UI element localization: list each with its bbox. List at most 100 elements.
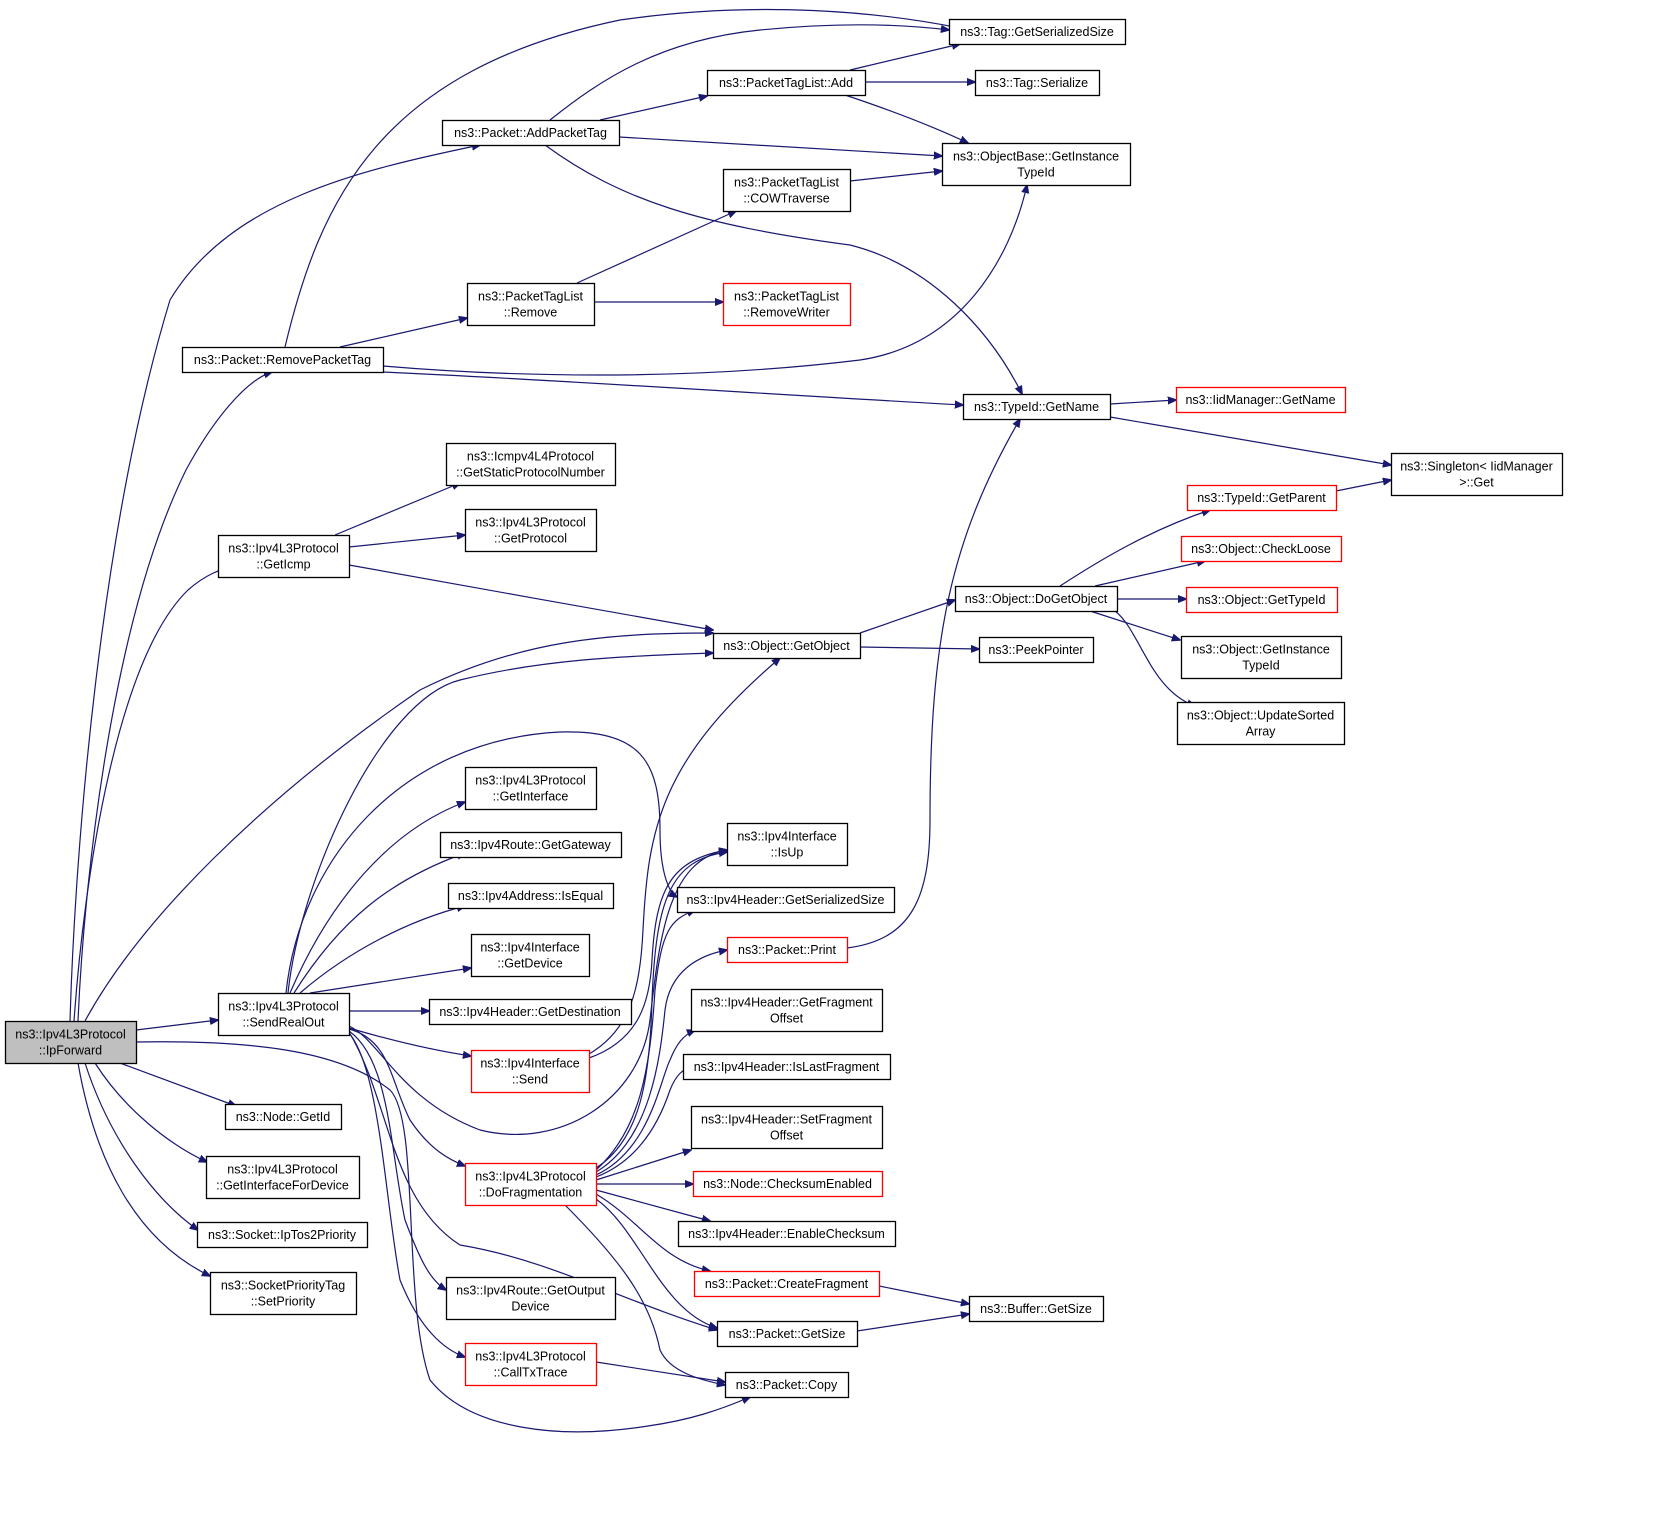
- graph-node-tagSerialize[interactable]: ns3::Tag::Serialize: [974, 69, 1101, 97]
- graph-node-getIcmp[interactable]: ns3::Ipv4L3Protocol::GetIcmp: [217, 534, 351, 579]
- call-edge-doFragmentation-to-enableChecksum: [595, 1189, 710, 1221]
- node-label: ns3::Singleton< IidManager: [1400, 460, 1553, 474]
- node-box: [1390, 452, 1564, 497]
- graph-node-bufferGetSize[interactable]: ns3::Buffer::GetSize: [968, 1295, 1105, 1323]
- call-edge-sendRealOut-to-getOutputDevice: [348, 1030, 446, 1290]
- graph-node-ifGetDevice[interactable]: ns3::Ipv4Interface::GetDevice: [470, 933, 591, 978]
- node-box: [1185, 586, 1339, 614]
- node-label: ::GetDevice: [497, 957, 562, 971]
- node-box: [978, 636, 1095, 664]
- node-box: [4, 1020, 138, 1065]
- graph-node-getObject[interactable]: ns3::Object::GetObject: [712, 632, 862, 660]
- node-label: ns3::Object::UpdateSorted: [1187, 709, 1334, 723]
- graph-node-nodeGetId[interactable]: ns3::Node::GetId: [224, 1103, 343, 1131]
- graph-node-getInterfaceForDevice[interactable]: ns3::Ipv4L3Protocol::GetInterfaceForDevi…: [205, 1155, 361, 1200]
- node-box: [954, 585, 1119, 613]
- call-edge-doFragmentation-to-createFragment: [595, 1193, 710, 1271]
- graph-node-removeWriter[interactable]: ns3::PacketTagList::RemoveWriter: [722, 282, 852, 327]
- call-edge-doGetObject-to-objGetInstanceTypeId: [1089, 610, 1180, 640]
- node-label: ::GetIcmp: [256, 558, 310, 572]
- graph-node-typeIdGetParent[interactable]: ns3::TypeId::GetParent: [1186, 484, 1338, 512]
- graph-node-objGetTypeId[interactable]: ns3::Object::GetTypeId: [1185, 586, 1339, 614]
- graph-node-icmpGetStatic[interactable]: ns3::Icmpv4L4Protocol::GetStaticProtocol…: [445, 442, 617, 487]
- node-box: [712, 632, 862, 660]
- node-label: ::GetProtocol: [494, 532, 567, 546]
- graph-node-peekPointer[interactable]: ns3::PeekPointer: [978, 636, 1095, 664]
- graph-node-tagListRemove[interactable]: ns3::PacketTagList::Remove: [466, 282, 596, 327]
- graph-node-getDestination[interactable]: ns3::Ipv4Header::GetDestination: [428, 998, 633, 1026]
- nodes-layer: ns3::Ipv4L3Protocol::IpForwardns3::Packe…: [4, 18, 1564, 1399]
- graph-node-packetCopy[interactable]: ns3::Packet::Copy: [724, 1371, 850, 1399]
- node-box: [445, 1276, 617, 1321]
- graph-node-isEqual[interactable]: ns3::Ipv4Address::IsEqual: [447, 882, 615, 910]
- call-edge-sendRealOut-to-callTxTrace: [348, 1032, 465, 1357]
- node-box: [962, 393, 1112, 421]
- graph-node-enableChecksum[interactable]: ns3::Ipv4Header::EnableChecksum: [677, 1220, 897, 1248]
- node-box: [217, 534, 351, 579]
- graph-node-doGetObject[interactable]: ns3::Object::DoGetObject: [954, 585, 1119, 613]
- graph-node-doFragmentation[interactable]: ns3::Ipv4L3Protocol::DoFragmentation: [464, 1162, 598, 1207]
- call-edge-root-to-getIcmp: [73, 568, 232, 1022]
- graph-node-getInterface[interactable]: ns3::Ipv4L3Protocol::GetInterface: [464, 766, 598, 811]
- graph-node-createFragment[interactable]: ns3::Packet::CreateFragment: [693, 1270, 881, 1298]
- graph-node-packetPrint[interactable]: ns3::Packet::Print: [726, 936, 849, 964]
- graph-node-getProtocol[interactable]: ns3::Ipv4L3Protocol::GetProtocol: [464, 508, 598, 553]
- node-label: ns3::Packet::RemovePacketTag: [194, 353, 371, 367]
- node-box: [464, 508, 598, 553]
- graph-node-ifSend[interactable]: ns3::Ipv4Interface::Send: [470, 1049, 591, 1094]
- node-label: ::Remove: [504, 306, 558, 320]
- call-edge-addPacketTag-to-getInstanceTypeIdBase: [618, 136, 942, 156]
- call-edge-root-to-ipTos2Priority: [84, 1062, 198, 1230]
- graph-node-sendRealOut[interactable]: ns3::Ipv4L3Protocol::SendRealOut: [217, 992, 351, 1037]
- graph-node-ipTos2Priority[interactable]: ns3::Socket::IpTos2Priority: [196, 1221, 369, 1249]
- call-edge-typeIdGetName-to-singletonGet: [1109, 416, 1391, 465]
- graph-node-packetGetSize[interactable]: ns3::Packet::GetSize: [716, 1320, 859, 1348]
- node-box: [724, 1371, 850, 1399]
- call-edge-tagListRemove-to-cowTraverse: [576, 211, 736, 284]
- graph-node-hdrGetSerializedSize[interactable]: ns3::Ipv4Header::GetSerializedSize: [676, 886, 896, 914]
- graph-node-addPacketTag[interactable]: ns3::Packet::AddPacketTag: [441, 119, 621, 147]
- graph-node-iidManagerGetName[interactable]: ns3::IidManager::GetName: [1175, 386, 1347, 414]
- node-label: TypeId: [1242, 659, 1280, 673]
- node-label: ns3::PacketTagList: [734, 290, 839, 304]
- call-edge-getIcmp-to-getProtocol: [348, 535, 465, 548]
- graph-node-checksumEnabled[interactable]: ns3::Node::ChecksumEnabled: [692, 1170, 884, 1198]
- call-edge-doFragmentation-to-hdrGetSerializedSize: [595, 910, 695, 1171]
- graph-node-checkLoose[interactable]: ns3::Object::CheckLoose: [1180, 535, 1343, 563]
- call-edge-sendRealOut-to-getInterface: [289, 802, 465, 994]
- node-label: ns3::Object::CheckLoose: [1191, 542, 1331, 556]
- graph-node-singletonGet[interactable]: ns3::Singleton< IidManager>::Get: [1390, 452, 1564, 497]
- call-edge-sendRealOut-to-getObject: [287, 653, 713, 994]
- node-box: [682, 1053, 892, 1081]
- graph-node-getGateway[interactable]: ns3::Ipv4Route::GetGateway: [439, 831, 623, 859]
- node-label: ns3::Ipv4Interface: [480, 1057, 579, 1071]
- node-label: ::COWTraverse: [743, 192, 829, 206]
- graph-node-tagGetSerializedSize[interactable]: ns3::Tag::GetSerializedSize: [948, 18, 1127, 46]
- node-box: [217, 992, 351, 1037]
- graph-node-removePacketTag[interactable]: ns3::Packet::RemovePacketTag: [181, 346, 385, 374]
- graph-node-callTxTrace[interactable]: ns3::Ipv4L3Protocol::CallTxTrace: [464, 1342, 598, 1387]
- graph-node-isUp[interactable]: ns3::Ipv4Interface::IsUp: [726, 822, 849, 867]
- call-edge-doFragmentation-to-packetGetSize: [595, 1198, 717, 1328]
- call-edge-doGetObject-to-checkLoose: [1094, 561, 1205, 587]
- graph-node-typeIdGetName[interactable]: ns3::TypeId::GetName: [962, 393, 1112, 421]
- call-edge-typeIdGetParent-to-singletonGet: [1335, 480, 1391, 492]
- node-label: >::Get: [1459, 476, 1494, 490]
- call-edge-removePacketTag-to-typeIdGetName: [382, 371, 963, 405]
- graph-node-setPriority[interactable]: ns3::SocketPriorityTag::SetPriority: [209, 1271, 358, 1316]
- node-box: [428, 998, 633, 1026]
- node-box: [464, 1342, 598, 1387]
- node-label: ns3::Packet::Copy: [736, 1378, 838, 1392]
- graph-node-cowTraverse[interactable]: ns3::PacketTagList::COWTraverse: [722, 168, 852, 213]
- graph-node-tagListAdd[interactable]: ns3::PacketTagList::Add: [706, 69, 867, 97]
- node-box: [948, 18, 1127, 46]
- graph-node-isLastFragment[interactable]: ns3::Ipv4Header::IsLastFragment: [682, 1053, 892, 1081]
- call-edge-doFragmentation-to-isUp: [595, 852, 727, 1169]
- node-label: ns3::Object::GetInstance: [1192, 643, 1330, 657]
